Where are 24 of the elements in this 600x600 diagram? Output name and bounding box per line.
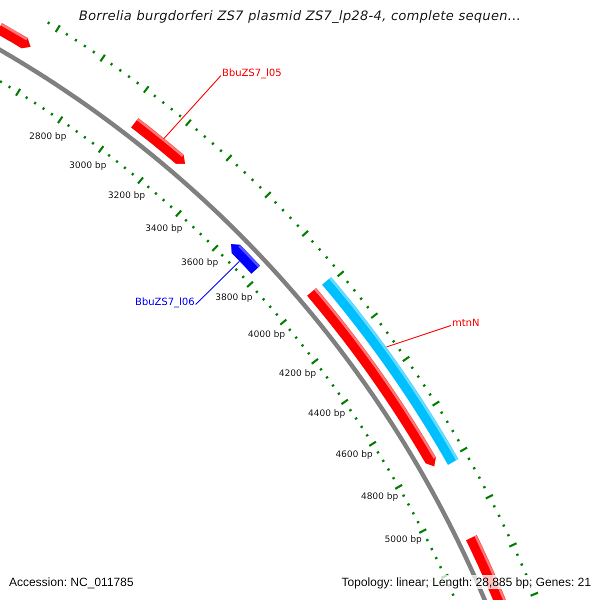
gene-arrow xyxy=(0,23,31,49)
position-label: 3000 bp xyxy=(69,160,106,171)
accession-text: Accession: NC_011785 xyxy=(9,575,134,589)
position-label: 4600 bp xyxy=(335,450,373,460)
leader-line xyxy=(163,75,222,140)
position-label: 4000 bp xyxy=(248,330,286,340)
position-label: 3200 bp xyxy=(108,191,146,202)
position-label: 2800 bp xyxy=(29,132,66,142)
position-label: 3600 bp xyxy=(181,258,218,268)
summary-text: Topology: linear; Length: 28,885 bp; Genes: 21 xyxy=(341,575,591,589)
gene-arrow xyxy=(130,118,185,164)
gene-label: BbuZS7_l06 xyxy=(135,297,195,308)
position-label: 3800 bp xyxy=(215,293,252,304)
leader-line xyxy=(195,260,240,305)
gene-arrow xyxy=(231,244,260,274)
position-label: 5000 bp xyxy=(384,535,422,546)
leader-line xyxy=(386,325,452,348)
map-title: Borrelia burgdorferi ZS7 plasmid ZS7_lp28-4, complete sequen... xyxy=(78,9,522,24)
gene-label: mtnN xyxy=(452,318,480,329)
position-label: 4200 bp xyxy=(278,368,316,379)
gene-label: BbuZS7_l05 xyxy=(222,68,282,79)
position-label: 3400 bp xyxy=(145,224,182,234)
position-label: 4400 bp xyxy=(308,408,346,419)
position-label: 4800 bp xyxy=(360,492,398,502)
